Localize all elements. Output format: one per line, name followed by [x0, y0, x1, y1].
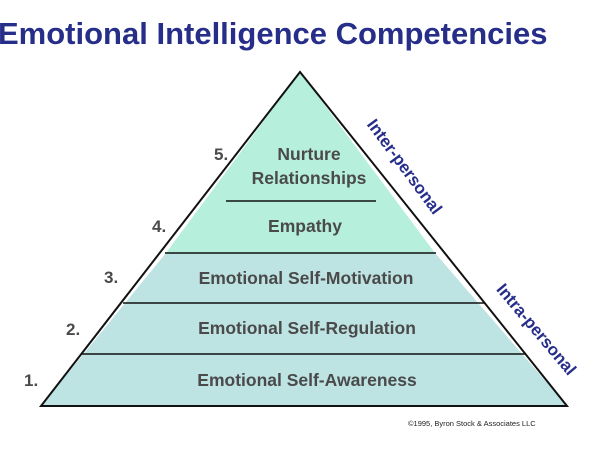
- level-3-number: 3.: [104, 268, 118, 287]
- level-4-label: Empathy: [268, 216, 342, 236]
- level-5-number: 5.: [214, 145, 228, 164]
- level-4-number: 4.: [152, 217, 166, 236]
- level-2-number: 2.: [66, 320, 80, 339]
- pyramid-outline: [38, 70, 570, 407]
- level-3-label: Emotional Self-Motivation: [199, 268, 414, 288]
- diagram-title: Emotional Intelligence Competencies: [0, 16, 548, 51]
- copyright-notice: ©1995, Byron Stock & Associates LLC: [408, 419, 536, 428]
- level-1-label: Emotional Self-Awareness: [197, 370, 417, 390]
- pyramid-lower-region: [41, 253, 567, 406]
- level-5-label-line1: Nurture: [277, 144, 340, 164]
- level-1-number: 1.: [24, 371, 38, 390]
- level-5-label-line2: Relationships: [252, 168, 367, 188]
- level-2-label: Emotional Self-Regulation: [198, 318, 416, 338]
- pyramid-upper-region: [166, 72, 435, 253]
